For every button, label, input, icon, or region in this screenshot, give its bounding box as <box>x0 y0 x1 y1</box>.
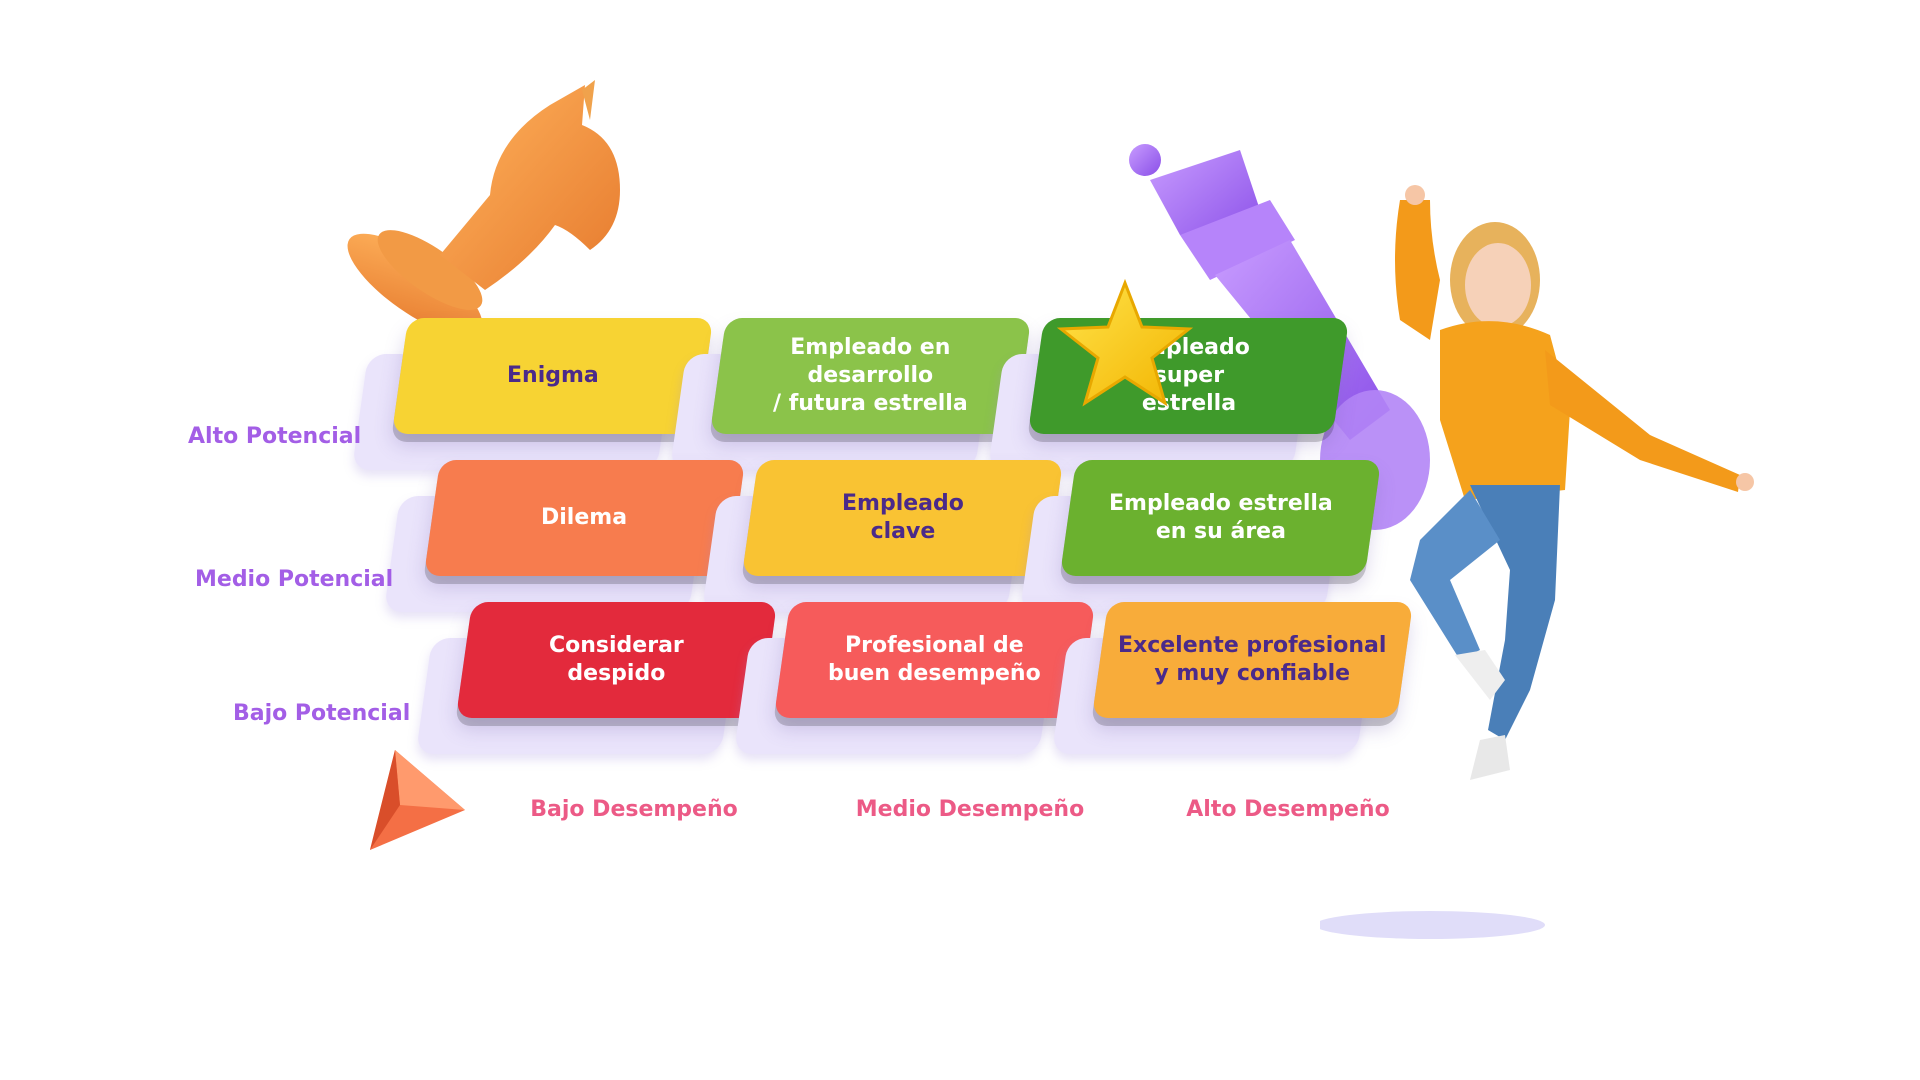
grid-cell-r2-c1: Profesional de buen desempeño <box>733 602 1096 754</box>
grid-cell-r2-c0: Considerar despido <box>415 602 778 754</box>
grid-cell-label: Considerar despido <box>549 633 684 686</box>
column-label-bajo-desempeno: Bajo Desempeño <box>530 797 738 822</box>
column-label-medio-desempeno: Medio Desempeño <box>855 797 1085 822</box>
grid-cell-tile: Enigma <box>391 318 714 434</box>
grid-cell-r1-c1: Empleado clave <box>701 460 1064 612</box>
grid-cell-label: Dilema <box>541 505 628 530</box>
grid-cell-label: Profesional de buen desempeño <box>828 633 1041 686</box>
row-label-alto-potencial: Alto Potencial <box>188 424 362 449</box>
grid-cell-label: Empleado estrella en su área <box>1108 491 1333 544</box>
grid-cell-r0-c0: Enigma <box>351 318 714 470</box>
grid-cell-tile: Considerar despido <box>455 602 778 718</box>
column-label-alto-desempeno: Alto Desempeño <box>1186 797 1390 822</box>
grid-cell-tile: Empleado en desarrollo / futura estrella <box>709 318 1032 434</box>
grid-cell-tile: Dilema <box>423 460 746 576</box>
pyramid-icon <box>370 750 465 850</box>
grid-cell-label: Empleado en desarrollo / futura estrella <box>773 335 968 416</box>
jumping-woman-photo <box>1320 185 1754 939</box>
row-label-medio-potencial: Medio Potencial <box>195 567 394 592</box>
grid-cell-r1-c0: Dilema <box>383 460 746 612</box>
grid-cell-tile: Profesional de buen desempeño <box>773 602 1096 718</box>
knight-chess-piece-icon <box>347 80 620 337</box>
grid-cell-label: Empleado clave <box>841 491 964 544</box>
grid-cell-r0-c1: Empleado en desarrollo / futura estrella <box>669 318 1032 470</box>
row-label-bajo-potencial: Bajo Potencial <box>233 701 411 726</box>
star-icon <box>1056 278 1194 407</box>
grid-cell-tile: Empleado clave <box>741 460 1064 576</box>
grid-cell-label: Enigma <box>506 363 599 388</box>
